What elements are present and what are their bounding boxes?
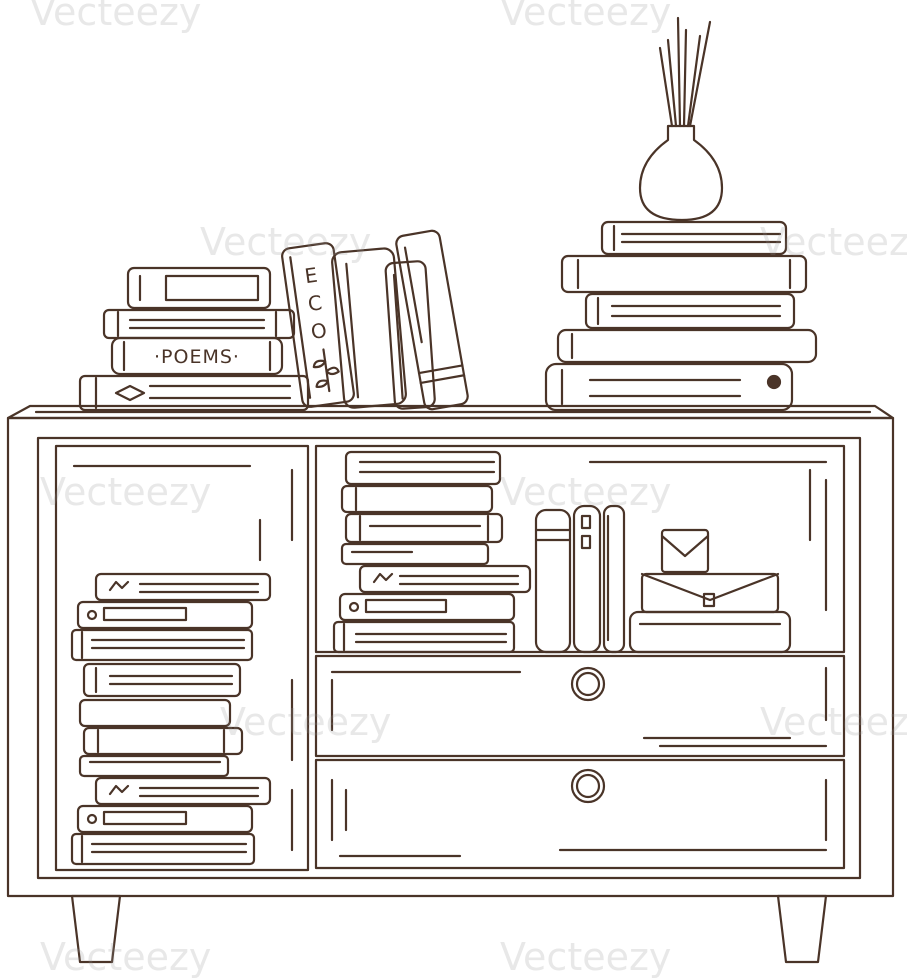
- eco-letter-e: E: [303, 263, 319, 289]
- drawer-bottom-knob-inner: [575, 773, 601, 799]
- book-stack-top-left: [78, 266, 310, 412]
- book-bookmark-dot: [766, 374, 782, 390]
- cabinet-leg-right: [776, 894, 828, 964]
- book-stack-cabinet-left: [70, 572, 272, 866]
- drawer-bottom-knob[interactable]: [570, 768, 606, 804]
- diamond-icon: [114, 384, 146, 402]
- eco-letter-o: O: [309, 318, 328, 344]
- poems-book-label: ·POEMS·: [154, 346, 240, 368]
- cabinet-top: [6, 404, 895, 420]
- eco-letter-c: C: [306, 290, 323, 316]
- drawer-top-knob[interactable]: [570, 666, 606, 702]
- drawer-bottom[interactable]: [314, 758, 846, 870]
- leaf-icon: [312, 348, 340, 393]
- cabinet-leg-left: [70, 894, 122, 964]
- drawer-top-knob-inner: [575, 671, 601, 697]
- eco-book-label: E C O: [303, 263, 328, 344]
- drawer-top[interactable]: [314, 654, 846, 758]
- reed-diffuser-icon: [638, 16, 724, 222]
- book-stack-shelf: [332, 450, 532, 654]
- left-compartment: [54, 444, 310, 872]
- cabinet-frame: [6, 416, 895, 898]
- box-stack-shelf: [628, 572, 792, 654]
- upright-books-top: [281, 229, 469, 411]
- envelope-icon: [660, 528, 710, 574]
- book-stack-top-right: [544, 220, 818, 412]
- upright-books-shelf: [534, 504, 626, 654]
